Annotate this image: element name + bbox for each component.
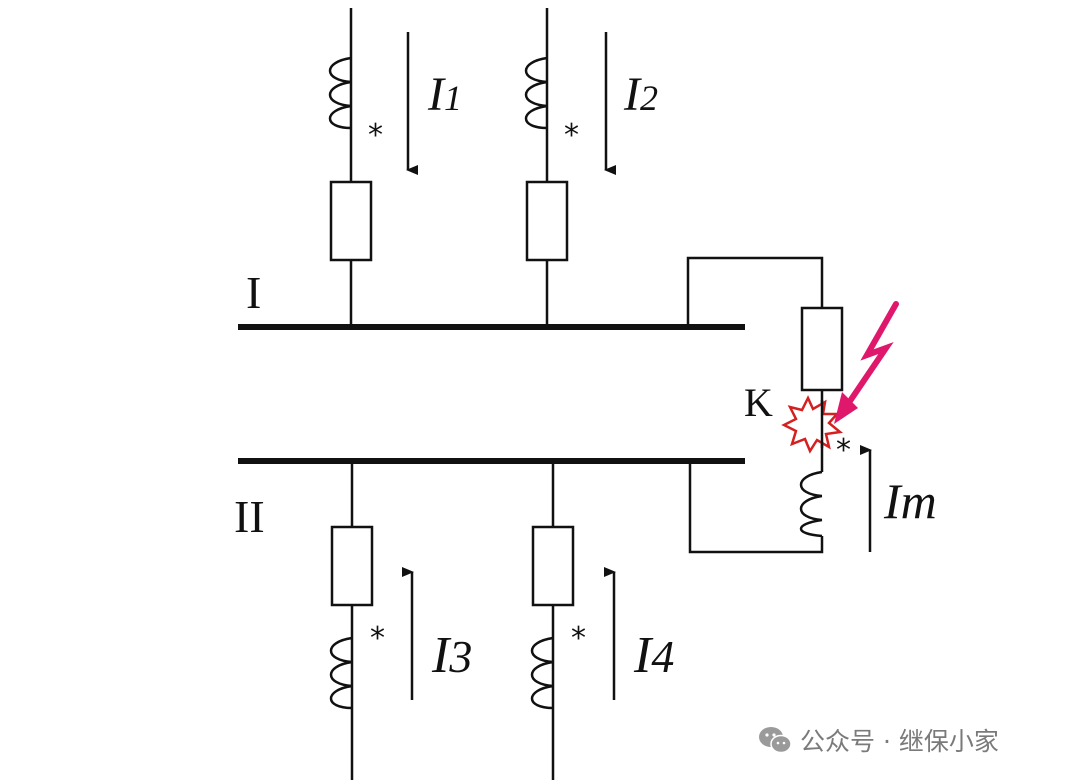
current-i2-label: I2 (623, 68, 658, 121)
feeder-4: * I4 (531, 461, 674, 780)
watermark: 公众号 · 继保小家 (758, 722, 999, 758)
feeder-1: * I1 (329, 8, 462, 327)
bus-coupler-bottom-wire (688, 461, 824, 554)
feeder-4-ct-coil-icon (531, 636, 554, 710)
current-i4-main: I (633, 627, 654, 684)
fault-point: K (744, 301, 899, 454)
fault-burst-icon (781, 395, 843, 454)
current-i1-main: I (427, 68, 446, 121)
feeder-1-breaker (329, 180, 373, 262)
current-i2-sub: 2 (640, 78, 658, 118)
current-i3-label: I3 (431, 627, 472, 684)
feeder-3: * I3 (330, 461, 472, 780)
feeder-3-breaker (330, 525, 374, 607)
current-i4-sub: 4 (651, 631, 674, 682)
feeder-3-ct-coil-icon (330, 636, 353, 710)
feeder-2-polarity-mark: * (564, 118, 579, 153)
current-i2-main: I (623, 68, 642, 121)
feeder-2-ct-coil-icon (525, 56, 548, 130)
lightning-bolt-head (834, 392, 858, 424)
watermark-text: 公众号 · 继保小家 (800, 727, 999, 756)
current-i3-sub: 3 (448, 631, 472, 682)
bus-2-label: II (234, 491, 265, 542)
feeder-4-breaker (531, 525, 575, 607)
bus-coupler-top-wire (686, 256, 824, 327)
bus-coupler-polarity-mark: * (836, 433, 851, 468)
feeder-2-breaker (525, 180, 569, 262)
feeder-2: * I2 (525, 8, 658, 327)
feeder-4-polarity-mark: * (571, 621, 586, 656)
current-i4-label: I4 (633, 627, 674, 684)
current-i1-sub: 1 (444, 78, 462, 118)
feeder-3-polarity-mark: * (370, 621, 385, 656)
fault-k-label: K (744, 380, 773, 425)
feeder-1-polarity-mark: * (368, 118, 383, 153)
current-i3-main: I (431, 627, 452, 684)
bus-1-label: I (246, 267, 261, 318)
bus-coupler: * Im (686, 256, 937, 554)
bus-coupler-ct-coil-icon (800, 470, 823, 538)
wechat-icon (759, 727, 792, 754)
feeder-1-ct-coil-icon (329, 56, 352, 130)
bus-coupler-breaker (800, 306, 844, 392)
lightning-bolt-icon (845, 301, 899, 407)
current-im-label: Im (883, 473, 937, 529)
current-i1-label: I1 (427, 68, 462, 121)
